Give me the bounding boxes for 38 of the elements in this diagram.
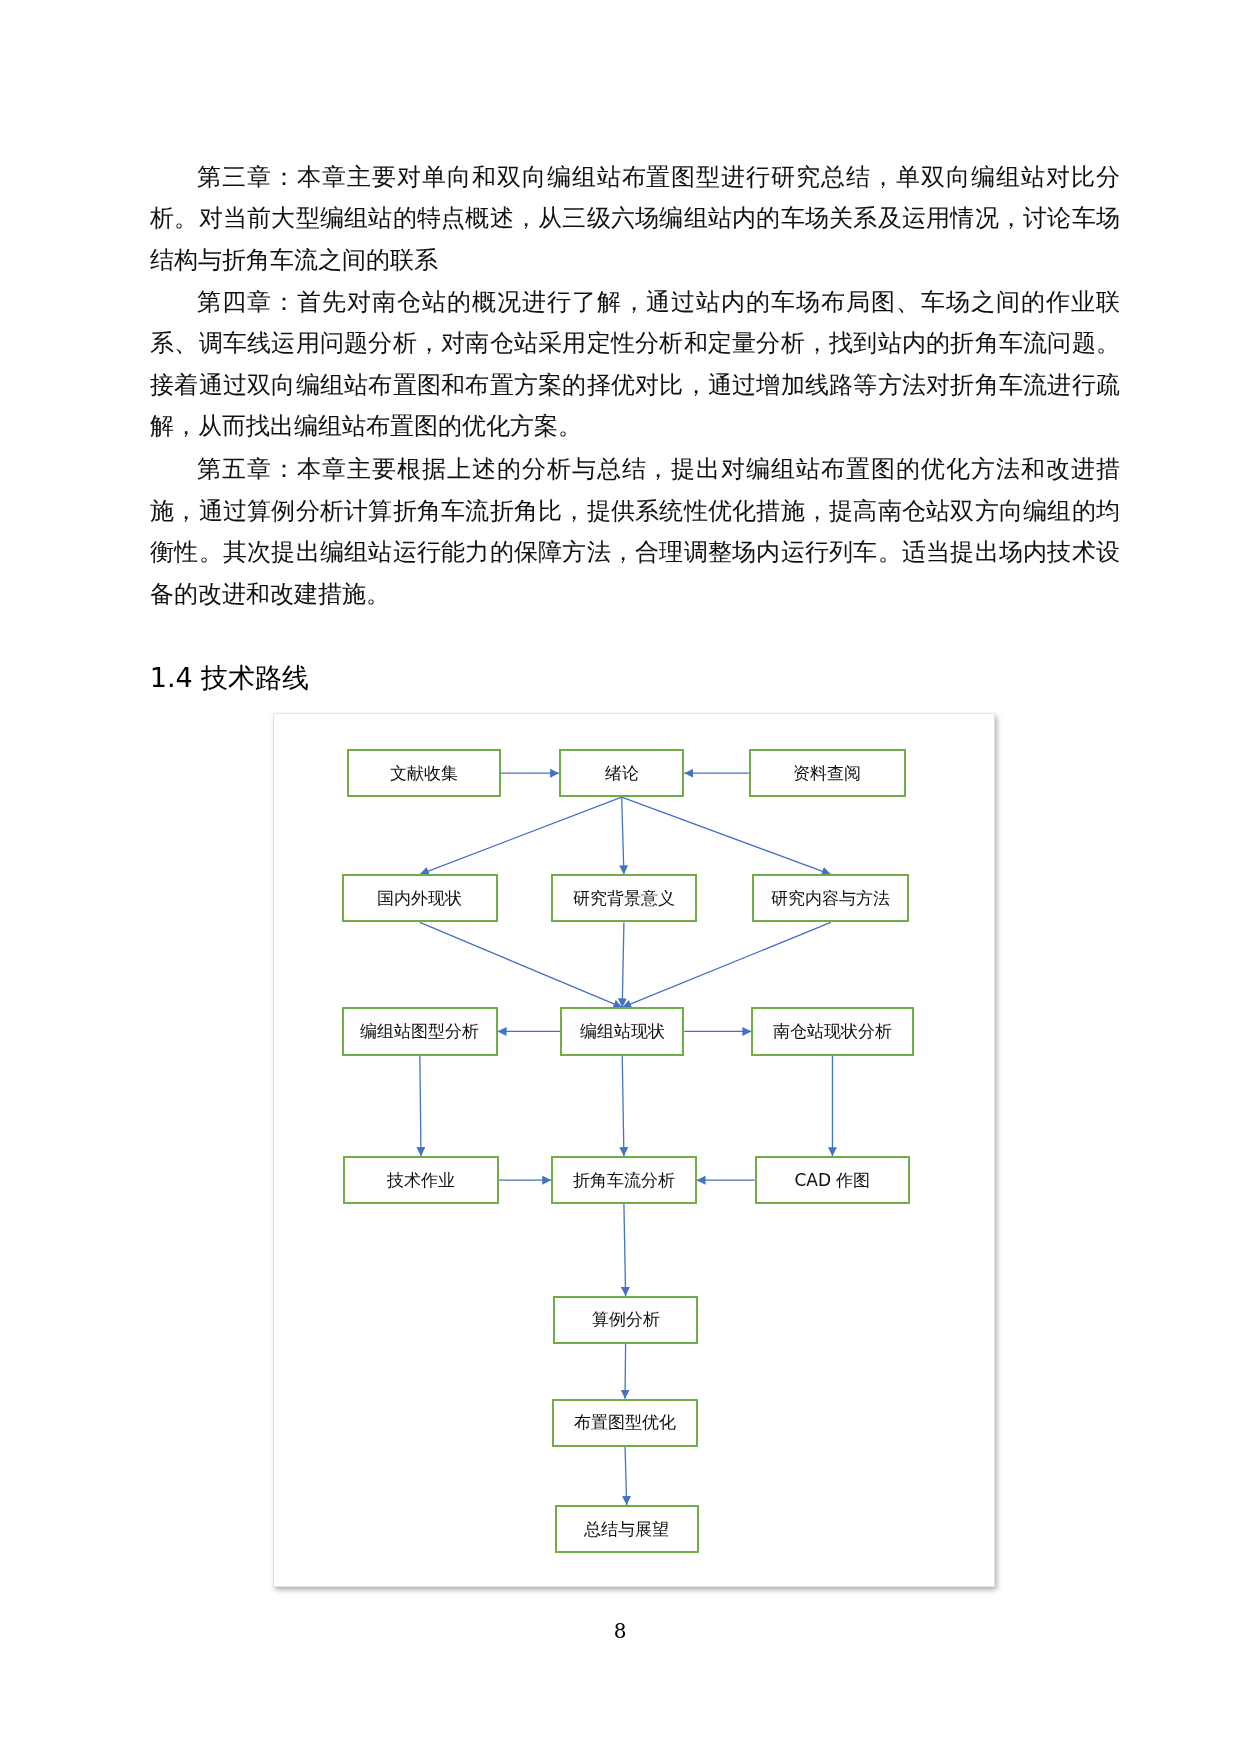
process-box: 文献收集 <box>346 749 501 798</box>
section-heading: 1.4 技术路线 <box>149 660 310 695</box>
process-box: 绪论 <box>559 749 685 798</box>
paragraph: 第五章：本章主要根据上述的分析与总结，提出对编组站布置图的优化方法和改进措施，通过算例分析计算折角车流折角比，提供系统性优化措施，提高南仓站双方向编组的均衡性。其次提出编组站运行能力的保障方法，合理调整场内运行列车。适当提出场内技术设备的改进和改建措施。 <box>150 454 1120 610</box>
arrow <box>683 1026 753 1036</box>
arrow <box>621 796 832 876</box>
process-box: CAD 作图 <box>754 1156 911 1205</box>
arrow <box>621 921 832 1009</box>
arrow <box>619 1054 629 1157</box>
arrow <box>419 921 623 1009</box>
arrow <box>498 1175 552 1185</box>
arrow <box>683 768 750 778</box>
process-box: 编组站现状 <box>560 1007 685 1056</box>
arrow <box>416 1054 426 1157</box>
process-box: 编组站图型分析 <box>342 1007 498 1056</box>
process-box: 南仓站现状分析 <box>751 1007 914 1056</box>
process-box: 折角车流分析 <box>551 1156 697 1205</box>
arrow <box>500 768 560 778</box>
arrow <box>617 921 627 1009</box>
arrow <box>621 1446 631 1506</box>
paragraph: 第三章：本章主要对单向和双向编组站布置图型进行研究总结，单双向编组站对比分析。对当前大型编组站的特点概述，从三级六场编组站内的车场关系及运用情况，讨论车场结构与折角车流之间的联系 <box>150 161 1120 276</box>
arrow <box>620 1343 630 1400</box>
process-box: 研究背景意义 <box>551 874 697 923</box>
arrow <box>496 1026 561 1036</box>
process-box: 技术作业 <box>343 1156 499 1205</box>
arrow <box>619 796 629 875</box>
arrow <box>827 1054 837 1157</box>
process-box: 研究内容与方法 <box>752 874 909 923</box>
arrow <box>620 1203 630 1297</box>
process-box: 算例分析 <box>553 1295 698 1344</box>
process-box: 布置图型优化 <box>552 1398 698 1447</box>
arrow <box>419 796 623 876</box>
page-number: 8 <box>612 1619 628 1644</box>
process-box: 资料查阅 <box>749 749 906 798</box>
arrow <box>695 1175 756 1185</box>
paragraph: 第四章：首先对南仓站的概况进行了解，通过站内的车场布局图、车场之间的作业联系、调车线运用问题分析，对南仓站采用定性分析和定量分析，找到站内的折角车流问题。接着通过双向编组站布置图和布置方案的择优对比，通过增加线路等方法对折角车流进行疏解，从而找出编组站布置图的优化方案。 <box>150 286 1120 443</box>
process-box: 国内外现状 <box>342 874 498 923</box>
process-box: 总结与展望 <box>554 1505 699 1554</box>
